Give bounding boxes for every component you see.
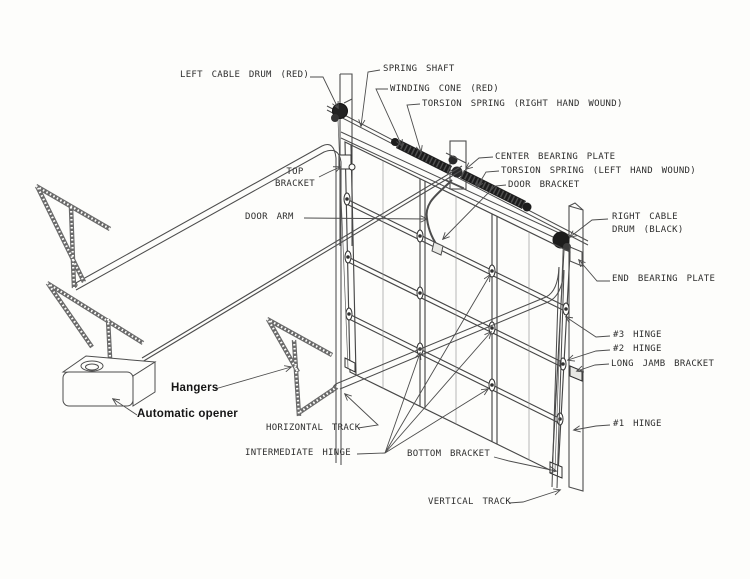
opener-rail: [141, 165, 463, 363]
leader-right-cable-drum: [570, 218, 609, 237]
door-bracket: [431, 241, 444, 256]
label-winding-cone: WINDING CONE (RED): [390, 84, 499, 94]
leader-intermediate-hinge-1: [384, 353, 420, 454]
leader-left-cable-drum: [310, 76, 338, 108]
leader-intermediate-hinge-3: [384, 332, 491, 454]
leader-door-arm: [303, 218, 427, 219]
leader-hinge-1: [574, 424, 611, 430]
long-jamb-bracket: [569, 365, 583, 382]
leader-end-bearing-plate: [579, 260, 610, 282]
leader-torsion-spring-left: [477, 170, 500, 187]
leader-spring-shaft: [361, 69, 381, 126]
torsion-spring-left-hand-wound: [459, 169, 527, 210]
winding-cone-2: [522, 202, 532, 212]
leader-automatic-opener: [113, 399, 138, 416]
hanger-upper-left: [34, 184, 112, 289]
hanger-middle: [265, 317, 339, 417]
label-right-cable-drum-line2: DRUM (BLACK): [612, 224, 684, 235]
label-top-bracket: TOP BRACKET: [271, 167, 319, 190]
tracks: [72, 143, 565, 489]
panel-centerlines: [382, 161, 530, 460]
leader-hinge-3: [566, 317, 611, 338]
right-vertical-track: [551, 266, 565, 489]
leader-vertical-track: [508, 490, 560, 504]
door-panels: [344, 141, 571, 475]
header-angle: [340, 131, 571, 245]
winding-cone-red: [391, 138, 399, 146]
label-spring-shaft: SPRING SHAFT: [383, 64, 455, 74]
label-top-bracket-line1: TOP: [286, 167, 304, 177]
end-bearing-plate: [569, 246, 583, 267]
label-hinge-1: #1 HINGE: [613, 419, 662, 429]
label-bottom-bracket: BOTTOM BRACKET: [407, 449, 491, 459]
label-door-arm: DOOR ARM: [245, 212, 294, 222]
right-jamb: [568, 202, 584, 492]
leader-door-bracket: [443, 184, 507, 239]
leader-lines: [113, 69, 611, 504]
left-edge-hinges: [343, 192, 353, 321]
label-long-jamb-bracket: LONG JAMB BRACKET: [611, 359, 715, 369]
left-horizontal-and-vertical-track-inner: [75, 149, 342, 465]
label-right-cable-drum: RIGHT CABLE DRUM (BLACK): [612, 211, 684, 236]
opener-front-face: [62, 371, 134, 407]
leader-long-jamb-bracket: [577, 363, 610, 371]
leader-bottom-bracket: [493, 456, 556, 471]
label-hinge-3: #3 HINGE: [613, 330, 662, 340]
label-center-bearing-plate: CENTER BEARING PLATE: [495, 152, 616, 162]
label-torsion-spring-right: TORSION SPRING (RIGHT HAND WOUND): [422, 99, 623, 109]
center-bearing-plate: [445, 152, 467, 189]
torsion-spring-right-hand-wound: [395, 139, 453, 175]
lift-cables: [337, 119, 564, 471]
leader-hangers: [214, 367, 291, 390]
panel-joint-3: [348, 313, 562, 425]
door-arm: [425, 179, 453, 250]
label-torsion-spring-left: TORSION SPRING (LEFT HAND WOUND): [501, 166, 696, 176]
left-drum-hub: [331, 114, 339, 122]
label-right-cable-drum-line1: RIGHT CABLE: [612, 212, 678, 222]
label-vertical-track: VERTICAL TRACK: [428, 497, 512, 507]
opener-light-lens-inner: [85, 363, 99, 371]
center-header-board: [449, 140, 467, 190]
leader-intermediate-hinge-4: [384, 389, 488, 454]
leader-hinge-2: [568, 349, 611, 360]
leader-center-bearing-plate: [466, 156, 494, 169]
leader-intermediate-hinge-dash: [356, 452, 386, 455]
label-door-bracket: DOOR BRACKET: [508, 180, 580, 190]
label-horizontal-track: HORIZONTAL TRACK: [266, 423, 361, 433]
label-hangers: Hangers: [171, 382, 219, 394]
leader-torsion-spring-right: [406, 103, 421, 152]
label-end-bearing-plate: END BEARING PLATE: [612, 274, 716, 284]
left-cable: [337, 119, 349, 369]
door-outline: [344, 141, 571, 475]
leader-horizontal-track: [345, 394, 379, 429]
right-edge-hinges: [556, 302, 570, 426]
label-intermediate-hinge: INTERMEDIATE HINGE: [245, 448, 351, 458]
label-top-bracket-line2: BRACKET: [274, 178, 316, 189]
top-bracket: [338, 154, 352, 170]
leader-top-bracket: [318, 167, 340, 178]
leader-winding-cone: [375, 88, 402, 146]
label-automatic-opener: Automatic opener: [137, 408, 238, 420]
label-hinge-2: #2 HINGE: [613, 344, 662, 354]
opener-assembly: [61, 165, 463, 407]
leader-intermediate-hinge-2: [384, 275, 490, 454]
right-horizontal-track-inner: [339, 269, 565, 390]
label-left-cable-drum: LEFT CABLE DRUM (RED): [180, 70, 310, 80]
jambs: [339, 73, 584, 492]
top-bracket-roller: [348, 163, 356, 171]
opener-light-lens: [80, 360, 104, 372]
bottom-bracket-left: [344, 357, 356, 373]
left-horizontal-and-vertical-track-outer: [73, 143, 337, 463]
hinges: [338, 154, 583, 479]
right-cable: [554, 248, 564, 471]
